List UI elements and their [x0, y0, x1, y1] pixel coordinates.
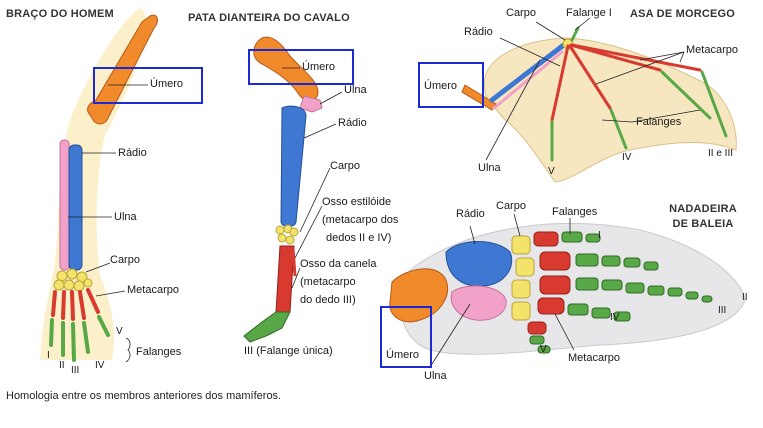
horse-falange-label: III (Falange única) [244, 345, 333, 357]
whale-umero-label: Úmero [386, 349, 420, 361]
figure-caption: Homologia entre os membros anteriores do… [6, 390, 282, 402]
highlight-box-horse-umero[interactable] [248, 49, 354, 85]
whale-carpo-label: Carpo [496, 200, 526, 212]
whale-radio-label: Rádio [456, 208, 485, 220]
bat-carpo-label: Carpo [506, 7, 536, 19]
bat-metacarpo-label: Metacarpo [686, 44, 738, 56]
bat-digit-v: V [548, 166, 555, 177]
highlight-box-human-umero[interactable] [93, 67, 203, 104]
human-arm-title: BRAÇO DO HOMEM [6, 8, 114, 20]
bat-umero-label: Úmero [424, 80, 458, 92]
whale-digit-iii: III [718, 305, 727, 316]
whale-flipper-title: NADADEIRA DE BALEIA [669, 203, 737, 230]
bat-wing-title: ASA DE MORCEGO [630, 8, 736, 20]
whale-digit-iv: IV [610, 312, 620, 323]
human-digit-v: V [116, 326, 123, 337]
bat-wing-drawing [461, 17, 737, 183]
human-arm-drawing [40, 8, 158, 363]
human-carpo-label: Carpo [110, 254, 140, 266]
whale-ulna-label: Ulna [424, 370, 447, 382]
horse-umero-label: Úmero [302, 61, 336, 73]
bat-ulna-label: Ulna [478, 162, 501, 174]
human-digit-ii: II [59, 360, 65, 371]
human-digit-iii: III [71, 365, 80, 376]
horse-estiloide-label-2: (metacarpo dos [322, 214, 399, 226]
highlight-box-whale-umero[interactable] [380, 306, 432, 368]
horse-estiloide-label-1: Osso estilóide [322, 196, 392, 208]
whale-digit-i: I [598, 230, 601, 241]
whale-digit-ii: II [742, 292, 748, 303]
bat-digit-ii-iii: II e III [708, 148, 734, 159]
highlight-box-bat-umero[interactable] [418, 62, 484, 108]
bat-falanges-label: Falanges [636, 116, 682, 128]
horse-canela-label-2: (metacarpo [300, 276, 356, 288]
whale-digit-v: V [540, 344, 547, 355]
human-radio-label: Rádio [118, 147, 147, 159]
horse-leg-title: PATA DIANTEIRA DO CAVALO [188, 12, 350, 24]
bat-digit-iv: IV [622, 152, 632, 163]
human-ulna-label: Ulna [114, 211, 137, 223]
horse-estiloide-label-3: dedos II e IV) [326, 232, 392, 244]
horse-ulna-label: Ulna [344, 84, 367, 96]
human-digit-i: I [47, 350, 50, 361]
human-umero-label: Úmero [150, 78, 184, 90]
human-falanges-label: Falanges [136, 346, 182, 358]
whale-falanges-label: Falanges [552, 206, 598, 218]
human-metacarpo-label: Metacarpo [127, 284, 179, 296]
horse-canela-label-3: do dedo III) [300, 294, 356, 306]
bat-radio-label: Rádio [464, 26, 493, 38]
bat-falange-i-label: Falange I [566, 7, 612, 19]
human-digit-iv: IV [95, 360, 105, 371]
horse-carpo-label: Carpo [330, 160, 360, 172]
horse-radio-label: Rádio [338, 117, 367, 129]
horse-canela-label-1: Osso da canela [300, 258, 377, 270]
whale-flipper-drawing [389, 213, 746, 365]
whale-metacarpo-label: Metacarpo [568, 352, 620, 364]
